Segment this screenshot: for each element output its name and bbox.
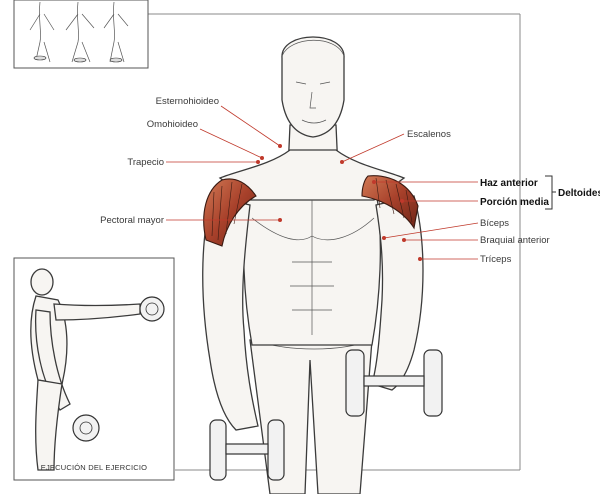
main-figure bbox=[203, 37, 442, 494]
label-triceps: Tríceps bbox=[480, 254, 512, 265]
inset-caption: EJECUCIÓN DEL EJERCICIO bbox=[41, 463, 147, 472]
exercise-inset-panel: EJECUCIÓN DEL EJERCICIO bbox=[14, 258, 174, 480]
label-pectoral-mayor: Pectoral mayor bbox=[100, 215, 164, 226]
label-trapecio: Trapecio bbox=[127, 157, 164, 168]
label-haz-anterior: Haz anterior bbox=[480, 178, 538, 189]
label-escalenos: Escalenos bbox=[407, 129, 451, 140]
main-dumbbell-left bbox=[210, 420, 284, 480]
label-deltoides: Deltoides bbox=[558, 188, 600, 199]
lower-dumbbell bbox=[73, 415, 99, 441]
raised-dumbbell bbox=[140, 297, 164, 321]
label-biceps: Bíceps bbox=[480, 218, 509, 229]
label-braquial-anterior: Braquial anterior bbox=[480, 235, 550, 246]
label-omohioideo: Omohioideo bbox=[147, 119, 198, 130]
label-porcion-media: Porción media bbox=[480, 197, 549, 208]
top-inset-panel bbox=[14, 0, 148, 68]
label-esternohioideo: Esternohioideo bbox=[156, 96, 219, 107]
